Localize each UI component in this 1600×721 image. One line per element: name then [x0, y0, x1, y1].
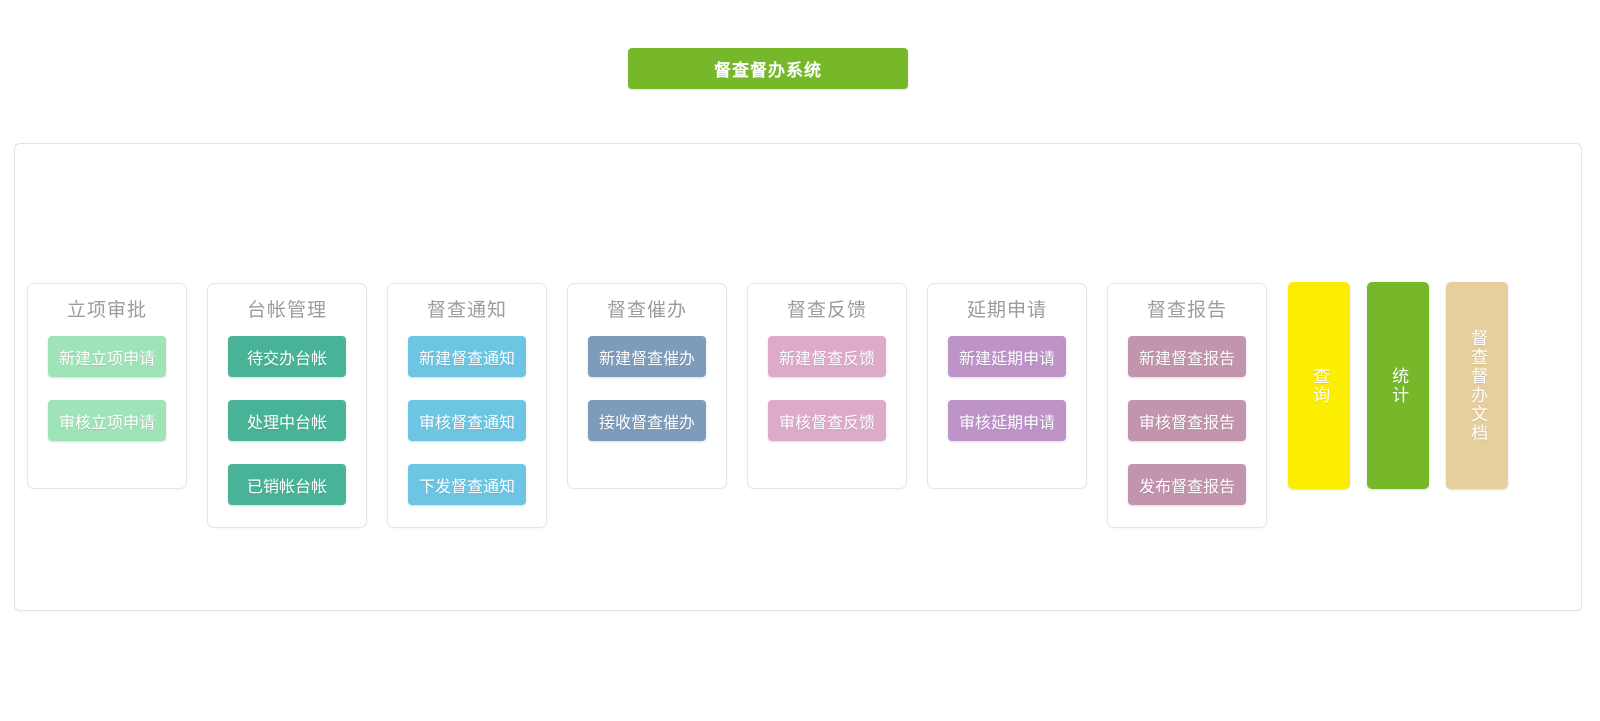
category-card: 督查报告新建督查报告审核督查报告发布督查报告 [1107, 283, 1267, 528]
category-card-row: 立项审批新建立项申请审核立项申请台帐管理待交办台帐处理中台帐已销帐台帐督查通知新… [27, 283, 1267, 528]
side-action-button[interactable]: 统计 [1367, 282, 1429, 489]
action-button[interactable]: 已销帐台帐 [228, 464, 346, 505]
action-button[interactable]: 处理中台帐 [228, 400, 346, 441]
action-button[interactable]: 接收督查催办 [588, 400, 706, 441]
category-card: 延期申请新建延期申请审核延期申请 [927, 283, 1087, 489]
system-outer-frame: 立项审批新建立项申请审核立项申请台帐管理待交办台帐处理中台帐已销帐台帐督查通知新… [14, 143, 1582, 611]
action-button[interactable]: 审核延期申请 [948, 400, 1066, 441]
action-button[interactable]: 审核督查通知 [408, 400, 526, 441]
action-button[interactable]: 下发督查通知 [408, 464, 526, 505]
category-title: 督查通知 [426, 299, 507, 321]
category-title: 立项审批 [66, 299, 147, 321]
action-button[interactable]: 新建督查反馈 [768, 336, 886, 377]
category-title: 督查报告 [1146, 299, 1227, 321]
action-button[interactable]: 审核立项申请 [48, 400, 166, 441]
category-card: 台帐管理待交办台帐处理中台帐已销帐台帐 [207, 283, 367, 528]
action-button[interactable]: 审核督查报告 [1128, 400, 1246, 441]
action-button[interactable]: 新建立项申请 [48, 336, 166, 377]
action-button[interactable]: 待交办台帐 [228, 336, 346, 377]
category-card: 督查催办新建督查催办接收督查催办 [567, 283, 727, 489]
side-button-group: 查询统计督查督办文档 [1288, 282, 1508, 489]
category-title: 督查催办 [606, 299, 687, 321]
category-card: 督查反馈新建督查反馈审核督查反馈 [747, 283, 907, 489]
side-action-button[interactable]: 督查督办文档 [1446, 282, 1508, 489]
category-card: 督查通知新建督查通知审核督查通知下发督查通知 [387, 283, 547, 528]
action-button[interactable]: 新建督查催办 [588, 336, 706, 377]
action-button[interactable]: 新建督查通知 [408, 336, 526, 377]
category-card: 立项审批新建立项申请审核立项申请 [27, 283, 187, 489]
action-button[interactable]: 新建延期申请 [948, 336, 1066, 377]
action-button[interactable]: 新建督查报告 [1128, 336, 1246, 377]
category-title: 延期申请 [966, 299, 1047, 321]
action-button[interactable]: 发布督查报告 [1128, 464, 1246, 505]
category-title: 督查反馈 [786, 299, 867, 321]
action-button[interactable]: 审核督查反馈 [768, 400, 886, 441]
category-title: 台帐管理 [246, 299, 327, 321]
side-action-button[interactable]: 查询 [1288, 282, 1350, 489]
system-title-banner: 督查督办系统 [628, 48, 908, 89]
